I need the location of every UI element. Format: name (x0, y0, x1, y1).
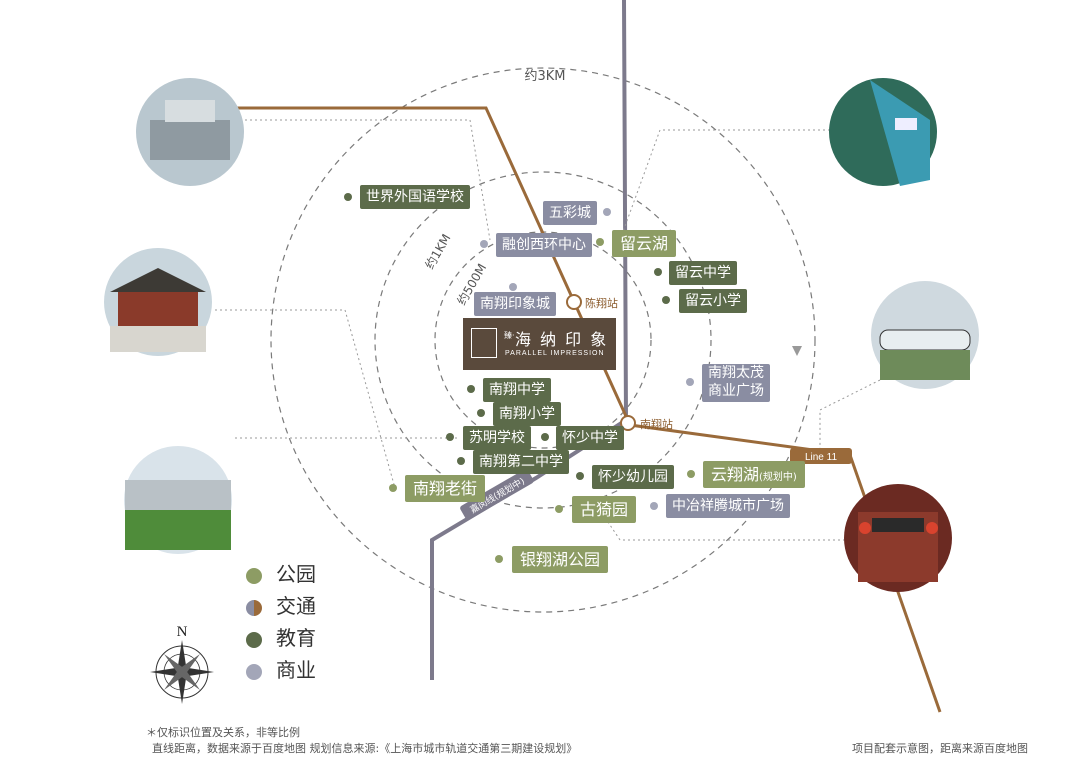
photo-river (829, 78, 937, 186)
legend-label: 教育 (276, 626, 316, 650)
metro-line-gray (430, 0, 629, 680)
photo-gate (844, 484, 952, 592)
poi-dot (477, 409, 485, 417)
poi-dot (687, 470, 695, 478)
connector-line (215, 309, 396, 489)
poi-dot (555, 505, 563, 513)
photo-mall (136, 78, 244, 186)
legend-label: 商业 (276, 658, 316, 682)
poi-huaishao-kg[interactable]: 怀少幼儿园 (592, 465, 674, 489)
poi-liuyun-pri[interactable]: 留云小学 (679, 289, 747, 313)
station-icon (566, 294, 582, 310)
project-logo: 臻· 海 纳 印 象 PARALLEL IMPRESSION (463, 318, 616, 370)
poi-old-street[interactable]: 南翔老街 (405, 475, 486, 502)
note-right: 项目配套示意图，距离来源百度地图 (852, 742, 1028, 755)
ring-1km (374, 171, 712, 509)
poi-nanxiang-mid[interactable]: 南翔中学 (483, 378, 551, 402)
poi-huaishao-mid[interactable]: 怀少中学 (556, 426, 624, 450)
poi-rongchuang[interactable]: 融创西环中心 (496, 233, 592, 257)
connector-line (599, 509, 860, 541)
connector-line (819, 379, 881, 455)
poi-dot (662, 296, 670, 304)
poi-dot (603, 208, 611, 216)
poi-guyi-garden[interactable]: 古猗园 (572, 496, 637, 523)
poi-dot (686, 378, 694, 386)
poi-dot (541, 433, 549, 441)
photo-temple (104, 248, 212, 356)
poi-suming[interactable]: 苏明学校 (463, 426, 531, 450)
legend-label: 交通 (276, 594, 316, 618)
photo-stadium (124, 446, 232, 554)
yunxiang-lake-plan: (规划中) (759, 472, 797, 483)
legend-item-transport: 交通 (246, 590, 316, 619)
poi-dot (467, 385, 475, 393)
poi-dot (576, 472, 584, 480)
compass-icon (150, 640, 214, 704)
station-chenxiang: 陈翔站 (585, 297, 618, 310)
poi-nanxiang-pri[interactable]: 南翔小学 (493, 402, 561, 426)
logo-en: PARALLEL IMPRESSION (505, 350, 605, 357)
yunxiang-lake-name: 云翔湖 (711, 465, 760, 484)
poi-dot (457, 457, 465, 465)
poi-wucaicheng[interactable]: 五彩城 (543, 201, 597, 225)
poi-dot (650, 502, 658, 510)
poi-dot (446, 433, 454, 441)
poi-dot (389, 484, 397, 492)
photo-train (871, 281, 979, 389)
ring-3km-label: 约3KM (524, 69, 565, 84)
poi-liuyunhu[interactable]: 留云湖 (612, 230, 677, 257)
poi-dot (596, 238, 604, 246)
chevron-down-icon (792, 346, 802, 356)
logo-cn: 海 纳 印 象 (515, 330, 609, 349)
poi-dot (509, 283, 517, 291)
legend-item-biz: 商业 (246, 654, 316, 683)
poi-yinxiang-city[interactable]: 南翔印象城 (474, 292, 556, 316)
legend-item-park: 公园 (246, 558, 316, 587)
connector-line (240, 119, 491, 241)
poi-liuyun-mid[interactable]: 留云中学 (669, 261, 737, 285)
logo-prefix: 臻· (504, 331, 515, 340)
poi-world-foreign[interactable]: 世界外国语学校 (360, 185, 470, 209)
legend-dot (246, 567, 262, 584)
poi-yinxiang-park[interactable]: 银翔湖公园 (512, 546, 609, 573)
ring-1km-label: 约1KM (422, 231, 454, 271)
line11-text: Line 11 (805, 452, 838, 463)
station-icon (620, 415, 636, 431)
logo-icon (471, 328, 497, 358)
connector-line (619, 129, 840, 241)
line11-tag (790, 448, 852, 464)
poi-dot (495, 555, 503, 563)
poi-taimao[interactable]: 南翔太茂 商业广场 (702, 364, 770, 402)
poi-dot (344, 193, 352, 201)
poi-dot (480, 240, 488, 248)
legend-dot (246, 663, 262, 680)
poi-yunxiang-lake[interactable]: 云翔湖(规划中) (703, 461, 805, 488)
note-left-2: 直线距离，数据来源于百度地图 规划信息来源:《上海市城市轨道交通第三期建设规划》 (152, 742, 578, 755)
poi-dot (654, 268, 662, 276)
legend-item-edu: 教育 (246, 622, 316, 651)
ring-3km (270, 67, 816, 613)
compass-north-label: N (177, 624, 188, 640)
legend-label: 公园 (276, 562, 316, 586)
legend-dot (246, 631, 262, 648)
note-left-1: ＊仅标识位置及关系，非等比例 (146, 726, 300, 739)
jiamin-tag (460, 469, 534, 520)
poi-zhongye[interactable]: 中冶祥腾城市广场 (666, 494, 790, 518)
station-nanxiang: 南翔站 (640, 418, 673, 431)
poi-nanxiang-no2[interactable]: 南翔第二中学 (473, 450, 569, 474)
legend-dot (246, 599, 262, 616)
